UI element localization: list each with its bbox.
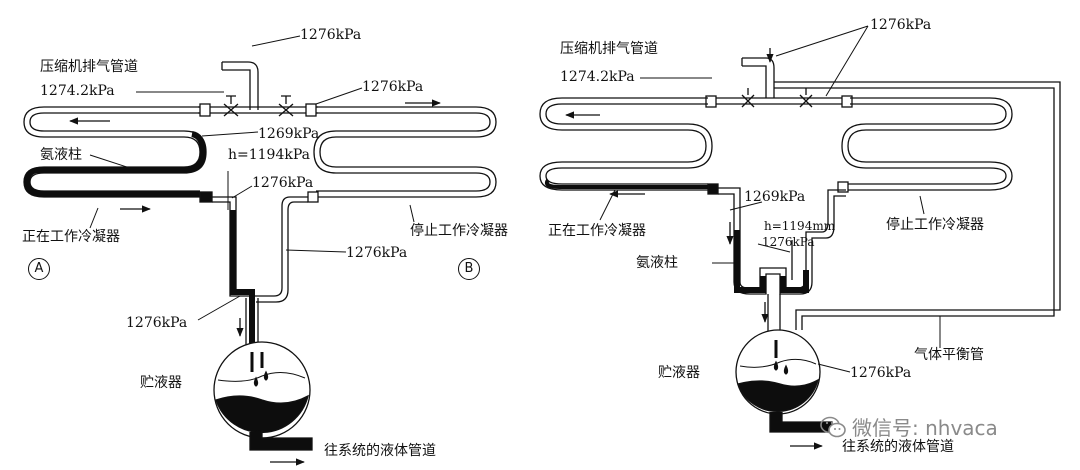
- b-liquid-column: [734, 230, 766, 293]
- a-discharge-pipe: [221, 61, 259, 110]
- b-label-p-trap: 1276kPa: [762, 235, 815, 249]
- a-drain-pipes: [212, 196, 308, 303]
- a-label-height: h=1194kPa: [228, 147, 310, 163]
- a-label-working-condenser: 正在工作冷凝器: [22, 229, 120, 245]
- watermark-text: 微信号: nhvaca: [852, 416, 998, 440]
- b-idle-coil: [837, 97, 1013, 193]
- b-label-height: h=1194mm: [764, 219, 836, 233]
- a-label-liquid-column: 氨液柱: [40, 147, 82, 163]
- a-label-compressor-pipe: 压缩机排气管道: [40, 59, 138, 75]
- a-label-p-bottom-coil: 1269kPa: [258, 126, 320, 142]
- a-label-p-right-valve: 1276kPa: [362, 79, 424, 95]
- b-label-working-condenser: 正在工作冷凝器: [548, 223, 646, 239]
- b-label-p-bottom-coil: 1269kPa: [744, 189, 806, 205]
- a-label-receiver: 贮液器: [140, 375, 182, 391]
- a-label-liquid-line: 往系统的液体管道: [324, 443, 436, 459]
- a-left-end-cap: [199, 191, 213, 203]
- a-header: [198, 95, 318, 117]
- a-label-idle-condenser: 停止工作冷凝器: [410, 223, 508, 239]
- a-label-p-branch: 1276kPa: [252, 175, 314, 191]
- b-label-balance-pipe: 气体平衡管: [914, 347, 984, 363]
- a-label-p-receiver-inlet: 1276kPa: [126, 315, 188, 331]
- wechat-icon: [820, 416, 846, 437]
- watermark: 微信号: nhvaca: [820, 412, 998, 441]
- diagram-b: [539, 25, 1061, 450]
- a-label-p-top: 1276kPa: [300, 27, 362, 43]
- b-liquid-trap: [780, 270, 809, 293]
- b-marker: B: [458, 258, 480, 280]
- b-label-compressor-pipe: 压缩机排气管道: [560, 41, 658, 57]
- a-marker: A: [28, 258, 50, 280]
- b-label-p-receiver: 1276kPa: [850, 365, 912, 381]
- b-receiver: [735, 329, 833, 433]
- a-liquid-column: [23, 131, 207, 197]
- b-working-coil: [539, 97, 719, 195]
- b-label-liquid-line: 往系统的液体管道: [842, 439, 954, 455]
- a-liquid-down: [230, 210, 255, 370]
- diagram-a: [23, 35, 497, 466]
- a-marker-circle: A: [28, 258, 50, 280]
- b-liquid-film: [544, 178, 708, 189]
- b-label-p-left-valve: 1274.2kPa: [560, 69, 635, 85]
- b-label-liquid-column: 氨液柱: [636, 255, 678, 271]
- a-label-p-idle-drop: 1276kPa: [346, 245, 408, 261]
- b-label-idle-condenser: 停止工作冷凝器: [886, 217, 984, 233]
- b-marker-circle: B: [458, 258, 480, 280]
- b-label-p-top: 1276kPa: [870, 17, 932, 33]
- a-label-p-left-valve: 1274.2kPa: [40, 83, 115, 99]
- b-header: [705, 88, 853, 108]
- b-label-receiver: 贮液器: [658, 365, 700, 381]
- a-receiver: [213, 341, 313, 451]
- a-idle-coil: [307, 106, 497, 203]
